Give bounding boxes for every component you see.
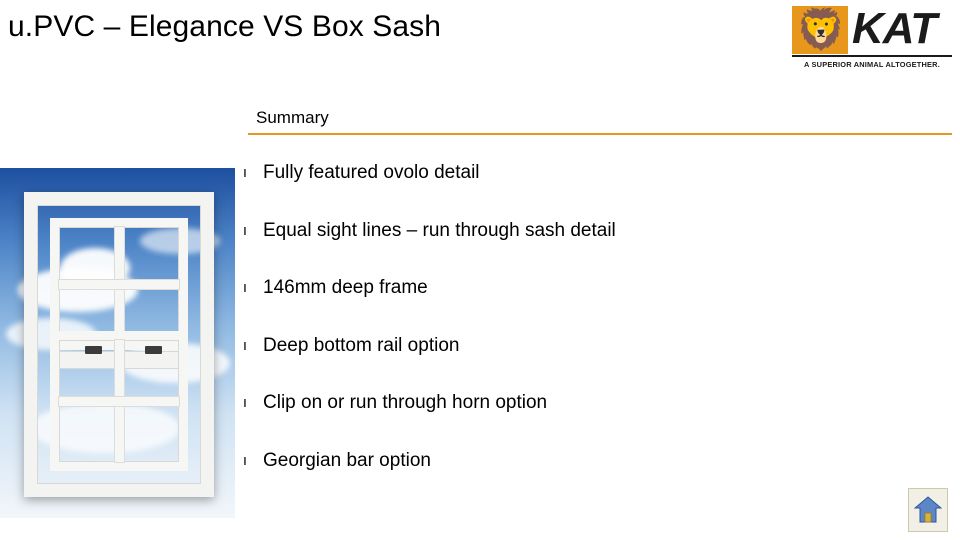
list-item: ı Equal sight lines – run through sash d… [240, 218, 940, 276]
bullet-marker-icon: ı [243, 280, 247, 296]
sash-latch [145, 346, 162, 354]
bullet-marker-icon: ı [243, 395, 247, 411]
list-item-label: Fully featured ovolo detail [263, 162, 480, 183]
bullet-marker-icon: ı [243, 337, 247, 354]
list-item: ı Fully featured ovolo detail [240, 160, 940, 218]
list-item-label: Clip on or run through horn option [263, 392, 548, 413]
kat-logo: 🦁 KAT A SUPERIOR ANIMAL ALTOGETHER. [792, 4, 952, 72]
lion-glyph: 🦁 [796, 7, 846, 53]
logo-brand-text: KAT [852, 4, 937, 53]
window-frame [24, 192, 214, 497]
list-item: ı Clip on or run through horn option [240, 390, 940, 448]
list-item: ı Deep bottom rail option [240, 333, 940, 391]
home-icon [914, 496, 942, 523]
lion-icon: 🦁 [792, 6, 848, 54]
list-item-label: Georgian bar option [263, 449, 431, 471]
sash-latch [85, 346, 102, 354]
list-item: ı 146mm deep frame [240, 275, 940, 333]
list-item-label: Deep bottom rail option [263, 334, 460, 356]
section-heading: Summary [256, 108, 329, 127]
georgian-bar-horizontal [59, 396, 179, 406]
sash-window-photo [0, 168, 235, 518]
lower-sash [50, 331, 188, 471]
georgian-bar-horizontal [59, 279, 179, 289]
home-button[interactable] [908, 488, 948, 532]
logo-tagline: A SUPERIOR ANIMAL ALTOGETHER. [804, 60, 940, 69]
logo-top-row: 🦁 KAT [792, 4, 952, 54]
logo-divider [792, 55, 952, 57]
bullet-marker-icon: ı [243, 165, 247, 181]
bullet-marker-icon: ı [243, 222, 247, 239]
bullet-marker-icon: ı [243, 452, 247, 469]
logo-wordmark: KAT [848, 4, 952, 54]
list-item-label: Equal sight lines – run through sash det… [263, 219, 616, 241]
bullet-list: ı Fully featured ovolo detail ı Equal si… [240, 160, 940, 505]
list-item: ı Georgian bar option [240, 448, 940, 506]
page-title: u.PVC – Elegance VS Box Sash [8, 10, 442, 43]
list-item-label: 146mm deep frame [263, 277, 428, 298]
section-divider [248, 133, 952, 135]
